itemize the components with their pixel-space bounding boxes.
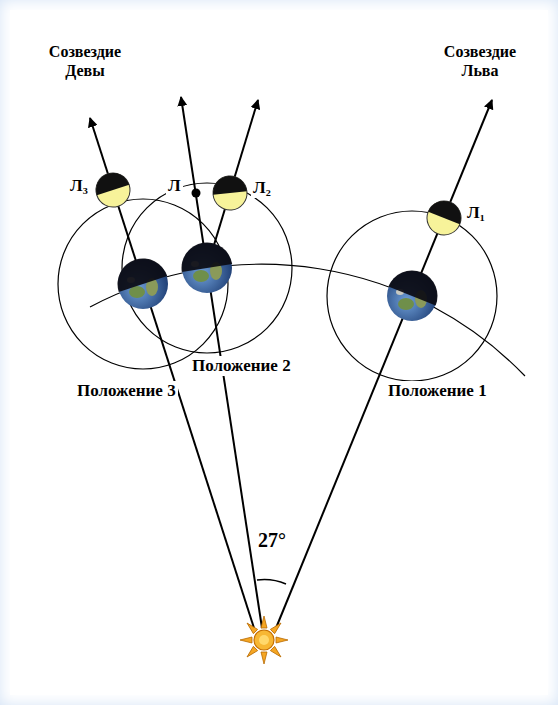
position-label: Положение 2	[190, 356, 293, 376]
moon-point	[192, 189, 201, 198]
moon	[211, 174, 248, 211]
moon	[422, 196, 466, 240]
moon-label: Л	[166, 176, 183, 196]
angle-arc	[257, 580, 286, 584]
direction-line	[276, 100, 492, 628]
moon-label: Л₂	[251, 178, 273, 198]
earth	[111, 252, 168, 309]
constellation-label: Созвездие Льва	[428, 42, 532, 80]
earth	[178, 239, 232, 293]
angle-label: 27°	[256, 528, 288, 552]
earth	[387, 263, 445, 321]
moon-label: Л₃	[68, 176, 90, 196]
moon-label: Л₁	[465, 203, 487, 223]
constellation-label: Созвездие Девы	[33, 42, 137, 80]
position-label: Положение 1	[386, 381, 489, 401]
sun	[240, 616, 288, 664]
background	[10, 10, 548, 695]
position-label: Положение 3	[75, 381, 178, 401]
moon	[92, 169, 135, 212]
moon-orbit	[327, 211, 497, 381]
